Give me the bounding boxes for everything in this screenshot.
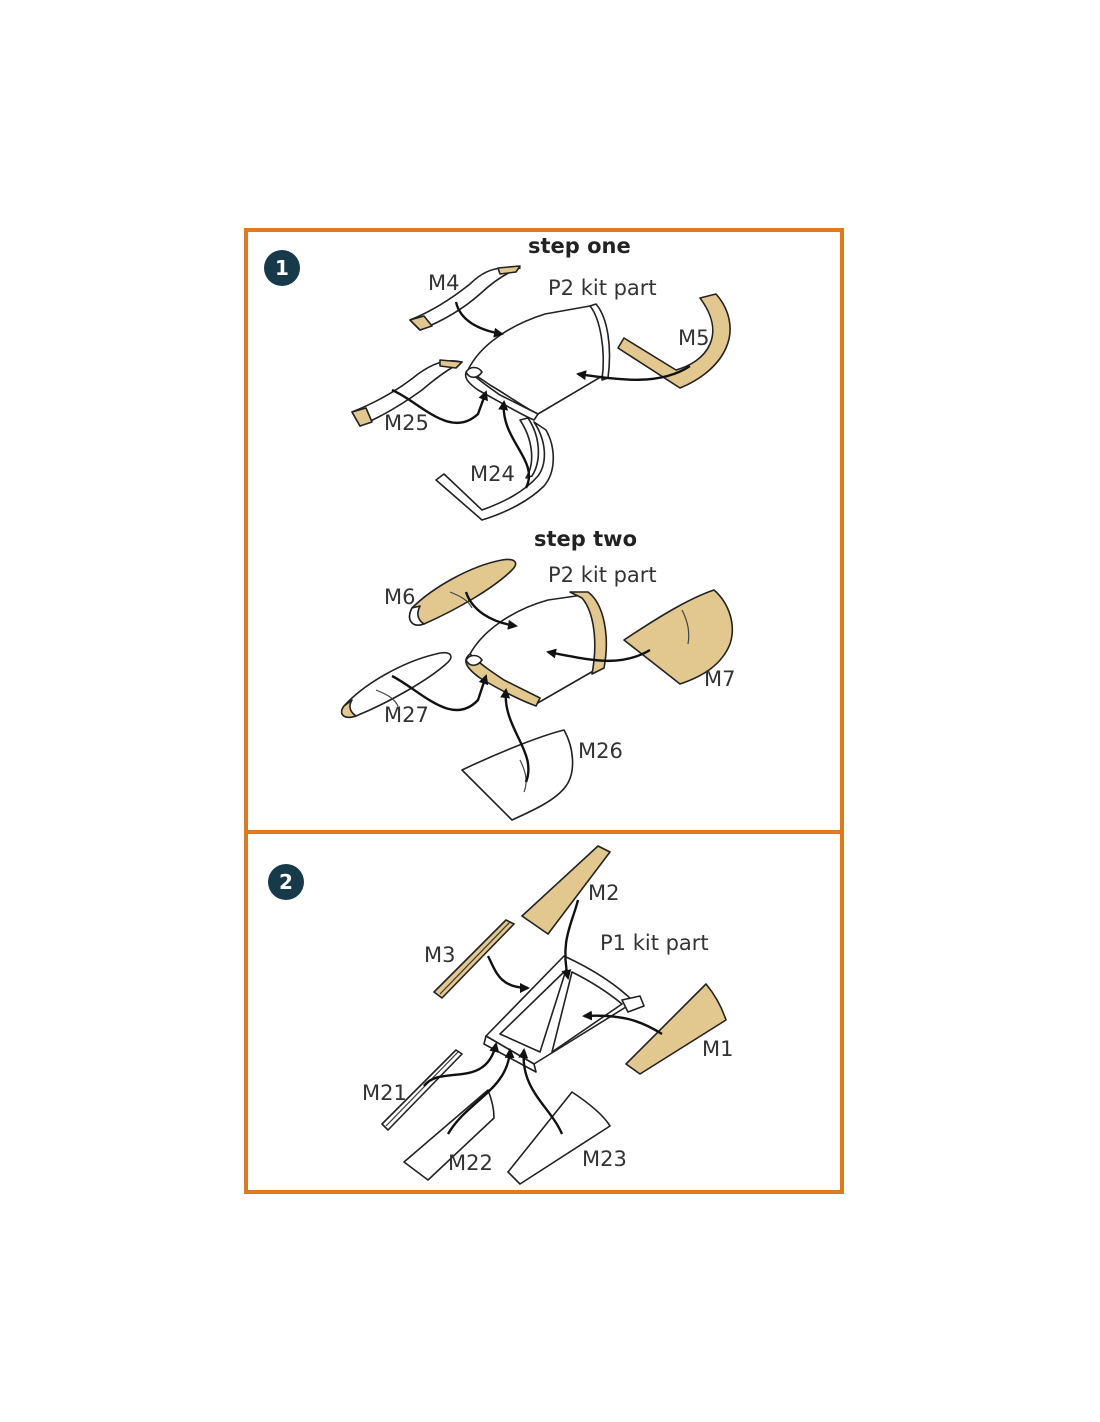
- p2-kit-part-step-one: [464, 303, 611, 421]
- label-m4: M4: [428, 271, 459, 295]
- arrow-m1: [582, 1010, 663, 1036]
- part-m25: [351, 359, 463, 427]
- part-m1: [625, 983, 727, 1075]
- label-m3: M3: [424, 943, 455, 967]
- step-one-title: step one: [528, 234, 631, 258]
- p1-kit-part-label: P1 kit part: [600, 931, 709, 955]
- label-m6: M6: [384, 585, 415, 609]
- p2-kit-part-step-two: [465, 591, 608, 707]
- part-m26: [461, 729, 574, 821]
- arrow-m7: [546, 648, 651, 663]
- label-m24: M24: [470, 462, 515, 486]
- arrow-m21: [423, 1042, 500, 1087]
- part-m23: [507, 1091, 611, 1185]
- label-m25: M25: [384, 411, 429, 435]
- arrow-m3: [486, 955, 530, 993]
- step-1-badge: 1: [264, 250, 300, 286]
- part-m5: [617, 293, 731, 389]
- arrow-m4: [454, 301, 504, 338]
- part-m24: [435, 417, 555, 521]
- label-m26: M26: [578, 739, 623, 763]
- label-m22: M22: [448, 1151, 493, 1175]
- label-m1: M1: [702, 1037, 733, 1061]
- p1-kit-part: [483, 955, 645, 1073]
- arrow-m25: [391, 388, 488, 425]
- arrow-m22: [446, 1048, 515, 1135]
- part-m27: [340, 651, 452, 719]
- arrow-m5: [576, 365, 691, 381]
- label-m2: M2: [588, 881, 619, 905]
- part-m21: [381, 1049, 463, 1131]
- part-m2: [521, 845, 611, 935]
- label-m23: M23: [582, 1147, 627, 1171]
- arrow-m26: [500, 688, 530, 783]
- part-m6: [408, 558, 517, 626]
- step-one-kit-part-label: P2 kit part: [548, 276, 657, 300]
- step-two-kit-part-label: P2 kit part: [548, 563, 657, 587]
- part-m3: [433, 919, 515, 999]
- arrow-m27: [391, 674, 489, 712]
- step-two-title: step two: [534, 527, 637, 551]
- step-2-badge: 2: [268, 864, 304, 900]
- arrow-m23: [518, 1048, 564, 1135]
- arrow-m6: [464, 591, 518, 630]
- arrow-m2: [561, 899, 580, 980]
- label-m27: M27: [384, 703, 429, 727]
- part-m7: [623, 589, 734, 685]
- arrow-m24: [498, 400, 531, 489]
- label-m5: M5: [678, 326, 709, 350]
- part-m4: [409, 265, 521, 331]
- label-m21: M21: [362, 1081, 407, 1105]
- label-m7: M7: [704, 667, 735, 691]
